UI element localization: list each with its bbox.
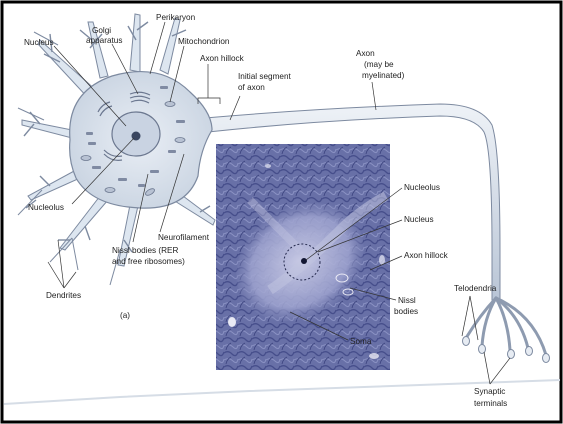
label-initial-segment: Initial segment [238,72,292,81]
label-mitochondrion: Mitochondrion [178,37,230,46]
label-axon-hillock: Axon hillock [200,54,245,63]
label-micro-soma: Soma [350,337,372,346]
label-panel-a: (a) [120,311,130,320]
label-micro-axon-hillock: Axon hillock [404,251,449,260]
label-synaptic-terminals: terminals [474,399,507,408]
label-telodendria: Telodendria [454,284,497,293]
label-nissl-bodies: Nissl bodies (RER [112,246,179,255]
label-axon-2: (may be [364,60,394,69]
label-perikaryon: Perikaryon [156,13,196,22]
label-nissl-bodies-2: and free ribosomes) [112,257,185,266]
label-initial-segment-2: of axon [238,83,265,92]
label-micro-nissl-2: bodies [394,307,418,316]
label-micro-nucleus: Nucleus [404,215,434,224]
label-micro-nucleolus: Nucleolus [404,183,440,192]
label-neurofilament: Neurofilament [158,233,210,242]
label-axon-3: myelinated) [362,71,405,80]
label-axon: Axon [356,49,375,58]
label-nucleolus: Nucleolus [28,203,64,212]
label-micro-nissl: Nissl [398,296,416,305]
label-nucleus: Nucleus [24,38,54,47]
label-synaptic: Synaptic [474,387,505,396]
label-dendrites: Dendrites [46,291,81,300]
micrograph-nucleolus [301,258,307,264]
label-golgi: Golgi [92,26,111,35]
label-golgi-apparatus: apparatus [86,36,122,45]
